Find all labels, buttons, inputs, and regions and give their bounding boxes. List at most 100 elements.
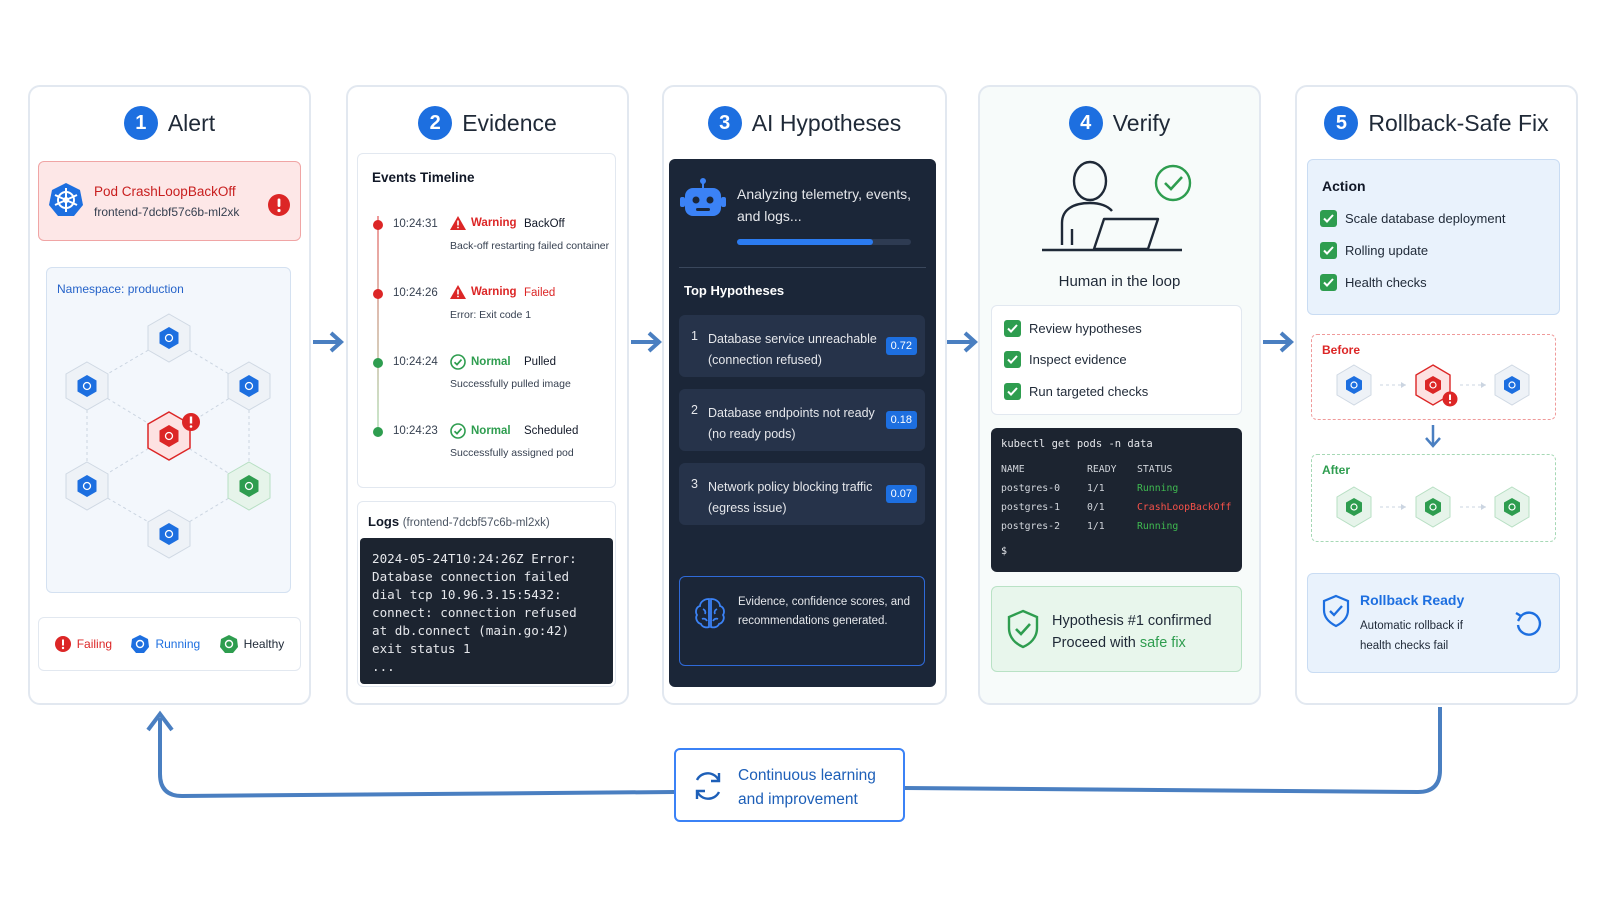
namespace-label: Namespace: production [57,282,184,296]
pod-node-failing[interactable] [147,411,200,461]
checklist-item[interactable]: Review hypotheses [1004,320,1142,337]
error-icon [54,636,71,652]
action-item[interactable]: Rolling update [1320,242,1428,259]
hypothesis-text: Network policy blocking traffic (egress … [708,480,873,515]
pod-node-running[interactable] [65,461,109,511]
pod-node-running [1336,364,1372,406]
checkbox-checked-icon [1320,274,1337,291]
checklist-label: Run targeted checks [1029,384,1149,399]
table-row: postgres-1 0/1 CrashLoopBackOff [1001,502,1231,521]
namespace-topology: Namespace: production [46,267,291,593]
loop-line: Continuous learning [738,767,876,784]
event-time: 10:24:26 [393,287,438,299]
pod-status: Running [1137,483,1179,494]
status-legend: Failing Running Healthy [38,617,301,671]
pod-node-healthy[interactable] [227,461,271,511]
kubectl-terminal[interactable]: kubectl get pods -n data NAME READY STAT… [991,428,1242,572]
logs-pod-name: (frontend-7dcbf57c6b-ml2xk) [402,517,550,529]
action-label: Rolling update [1345,243,1429,258]
confidence-score: 0.07 [885,485,917,503]
log-output[interactable]: 2024-05-24T10:24:26Z Error: Database con… [360,538,613,684]
rollback-ready-card[interactable]: Rollback Ready Automatic rollback if hea… [1307,573,1560,673]
pod-node-running[interactable] [65,361,109,411]
event-message: Back-off restarting failed container [450,240,610,252]
event-message: Successfully assigned pod [450,447,574,459]
event-severity: Normal [450,354,511,370]
stage-title: Verify [1112,109,1171,136]
checkbox-checked-icon [1004,383,1021,400]
check-circle-icon [450,354,466,370]
confirmation-prefix: Proceed with [1052,635,1136,651]
refresh-cycle-icon [695,772,721,800]
column-header: STATUS [1137,464,1173,475]
before-state: Before [1311,334,1556,420]
stage-alert-panel: 1 Alert Pod CrashLoopBackOff frontend-7d… [28,85,311,705]
pod-ready: 1/1 [1087,483,1105,494]
stage-rollback-fix-panel: 5 Rollback-Safe Fix Action Scale databas… [1295,85,1578,705]
checklist-item[interactable]: Inspect evidence [1004,351,1127,368]
table-row: postgres-0 1/1 Running [1001,483,1231,502]
hypothesis-card[interactable]: 3 Network policy blocking traffic (egres… [679,463,925,525]
pod-node-running[interactable] [147,509,191,559]
pod-graph [65,313,271,559]
pod-node-running[interactable] [147,313,191,363]
action-card: Action Scale database deployment Rolling… [1307,159,1560,315]
hypothesis-rank: 2 [691,403,698,417]
arrow-right-icon [631,331,662,353]
hypothesis-confirmed-card: Hypothesis #1 confirmed Proceed with saf… [991,586,1242,672]
pod-name: postgres-1 [1001,502,1060,513]
action-label: Health checks [1345,275,1427,290]
kubernetes-icon [219,635,238,653]
analysis-status: Analyzing telemetry, events, and logs... [737,186,912,224]
alert-title: Pod CrashLoopBackOff [94,184,236,199]
step-number-badge: 1 [123,106,158,140]
event-severity: Warning [450,216,517,230]
event-time: 10:24:31 [393,218,438,230]
stage-evidence-panel: 2 Evidence Events Timeline 10:24:31 Warn… [346,85,629,705]
checklist-item[interactable]: Run targeted checks [1004,383,1148,400]
hypothesis-card[interactable]: 1 Database service unreachable (connecti… [679,315,925,377]
event-reason: Failed [524,287,556,299]
logs-title: Logs [368,514,400,529]
human-operator-icon [1042,160,1192,252]
pod-node-healthy [1415,486,1451,528]
hypothesis-text: Database service unreachable (connection… [708,332,877,367]
progress-fill [737,239,873,245]
pod-status: CrashLoopBackOff [1137,502,1232,513]
arrow-right-icon [947,331,978,353]
rollback-icon [1515,611,1542,636]
action-title: Action [1322,178,1366,194]
hypothesis-text: Database endpoints not ready (no ready p… [708,406,875,441]
pod-node-running[interactable] [227,361,271,411]
log-line: dial tcp 10.96.3.15:5432: [372,587,562,602]
pod-name: postgres-2 [1001,521,1060,532]
action-label: Scale database deployment [1345,211,1506,226]
hypothesis-card[interactable]: 2 Database endpoints not ready (no ready… [679,389,925,451]
timeline-axis [377,216,379,428]
hypothesis-rank: 3 [691,477,698,491]
continuous-learning-card[interactable]: Continuous learning and improvement [674,748,905,822]
confirmation-line: Hypothesis #1 confirmed [1052,613,1212,629]
brain-icon [695,598,725,629]
ai-analysis-panel: Analyzing telemetry, events, and logs...… [669,159,936,687]
alert-card[interactable]: Pod CrashLoopBackOff frontend-7dcbf57c6b… [38,161,301,241]
stage-header: 2 Evidence [348,103,627,143]
timeline-title: Events Timeline [372,170,475,185]
action-item[interactable]: Health checks [1320,274,1427,291]
confirmation-next-step: Proceed with safe fix [1052,632,1212,654]
timeline-event[interactable]: 10:24:23 Normal Scheduled Successfully a… [358,421,615,481]
event-time: 10:24:24 [393,356,438,368]
action-item[interactable]: Scale database deployment [1320,210,1505,227]
stage-header: 1 Alert [30,103,309,143]
stage-ai-hypotheses-panel: 3 AI Hypotheses Analyzing telemetry, eve… [662,85,947,705]
confidence-score: 0.72 [885,337,917,355]
column-header: NAME [1001,464,1025,475]
legend-healthy: Healthy [219,635,284,653]
timeline-event[interactable]: 10:24:31 Warning BackOff Back-off restar… [358,214,615,274]
stage-header: 4 Verify [980,103,1259,143]
timeline-event[interactable]: 10:24:24 Normal Pulled Successfully pull… [358,352,615,412]
event-dot [373,289,383,299]
summary-text: Evidence, confidence scores, and recomme… [738,596,910,627]
timeline-event[interactable]: 10:24:26 Warning Failed Error: Exit code… [358,283,615,343]
